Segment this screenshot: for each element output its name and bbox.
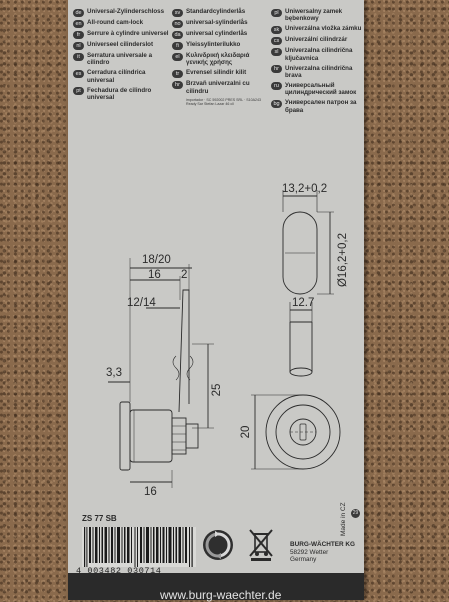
page-badge: 29 [351, 509, 360, 518]
dim-18-20: 18/20 [142, 254, 171, 266]
lang-code-badge: sk [271, 25, 282, 34]
lang-text: Standardcylinderlås [186, 8, 246, 15]
lang-code-badge: it [73, 52, 84, 61]
company-address: BURG-WÄCHTER KG 58292 Wetter Germany [290, 541, 355, 564]
lang-text: Universal-Zylinderschloss [87, 8, 165, 15]
model-number: ZS 77 SB [82, 514, 117, 523]
lang-code-badge: hr [271, 65, 282, 74]
dim-20: 20 [240, 426, 252, 439]
lang-code-badge: cs [271, 36, 282, 45]
lang-text: Универсальный цилиндрический замок [285, 81, 357, 97]
lang-text: Univerzalna cilindrična brava [285, 64, 353, 80]
lang-code-badge: es [73, 69, 84, 78]
lang-text: Serrure à cylindre universel [87, 30, 169, 37]
dim-12-7: 12.7 [292, 297, 314, 309]
lang-text: Univerzální cilindrzár [285, 36, 348, 44]
lang-text: universal-sylinderlås [186, 19, 248, 26]
lang-code-badge: sl [271, 47, 282, 56]
importer-note: importador · SC 592002 PRES SRL · S10A24… [186, 97, 261, 107]
barcode-number: 4 003482 030714 [76, 566, 162, 576]
lang-text: Brzvaň univerzalni cu cilindru [186, 80, 250, 95]
lang-text: Univerzalna cilindrična ključavnica [285, 47, 353, 62]
lock-side-view [119, 289, 199, 471]
lang-text: Cerradura cilíndrica universal [87, 69, 146, 84]
recycle-bin-icon [249, 529, 273, 561]
lang-text: Κυλινδρική κλειδαριά γενικής χρήσης [186, 52, 250, 67]
lang-code-badge: pt [73, 87, 84, 96]
lang-code-badge: nl [73, 41, 84, 50]
dim-top-width: 13,2+0,2 [282, 183, 327, 195]
cylinder-top-view [282, 211, 318, 295]
lang-text: All-round cam-lock [87, 19, 144, 26]
lang-text: Universeel cilinderslot [87, 41, 154, 48]
lang-code-badge: hr [172, 80, 183, 89]
lang-text: Uniwersalny zamek bębenkowy [285, 8, 343, 23]
lang-text: Fechadura de cilindro universal [87, 86, 152, 102]
dim-16-bottom: 16 [144, 486, 157, 498]
lang-text: Univerzálna vložka zámku [285, 25, 362, 33]
lang-code-badge: pl [271, 8, 282, 17]
dim-3-3: 3,3 [106, 367, 122, 379]
lang-code-badge: de [73, 8, 84, 17]
lang-code-badge: no [172, 19, 183, 28]
lang-code-badge: en [73, 19, 84, 28]
lang-code-badge: fr [73, 30, 84, 39]
dim-side-height: Ø16,2+0,2 [337, 233, 349, 287]
green-dot-icon [203, 530, 233, 560]
lang-text: Evrensel silindir kilit [186, 69, 247, 77]
lang-code-badge: da [172, 30, 183, 39]
company-city: 58292 Wetter [290, 548, 329, 556]
cam-front-view [265, 321, 341, 470]
dim-12-14: 12/14 [127, 297, 156, 309]
lang-code-badge: fi [172, 41, 183, 50]
lang-code-badge: tr [172, 69, 183, 78]
footer-url: www.burg-waechter.de [160, 588, 282, 602]
lang-text: Yleissylinterilukko [186, 41, 241, 48]
lang-code-badge: el [172, 52, 183, 61]
dim-2: 2 [181, 269, 187, 281]
footer-bar: www.burg-waechter.de [68, 573, 364, 602]
company-country: Germany [290, 556, 317, 564]
made-in-label: Made in CZ [340, 502, 347, 536]
lang-text: Универсален патрон за брава [285, 99, 357, 114]
technical-drawing: 13,2+0,2 Ø16,2+0,2 18/20 16 2 12/14 12.7… [106, 183, 349, 498]
lang-code-badge: bg [271, 99, 282, 108]
lang-text: universal cylinderlås [186, 30, 248, 37]
lang-text: Serratura universale a cilindro [87, 52, 153, 67]
dim-16-top: 16 [148, 269, 161, 281]
dim-25: 25 [211, 384, 223, 397]
company-name: BURG-WÄCHTER KG [290, 541, 355, 548]
barcode [82, 527, 196, 567]
lang-code-badge: sv [172, 8, 183, 17]
lang-code-badge: ru [271, 82, 282, 91]
